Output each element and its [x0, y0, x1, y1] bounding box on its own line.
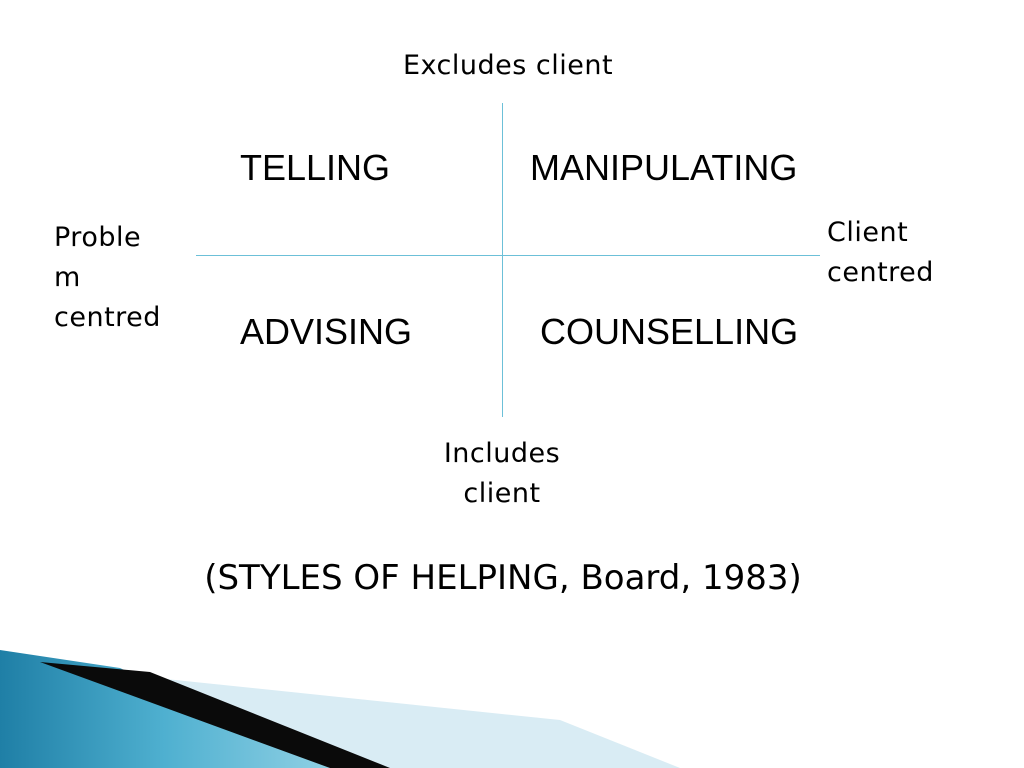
- swoosh-black-band: [40, 662, 390, 768]
- vertical-axis: [502, 103, 503, 417]
- left-axis-label-line1: Proble: [54, 222, 142, 253]
- quadrant-bottom-right: COUNSELLING: [540, 311, 799, 352]
- horizontal-axis: [196, 255, 820, 256]
- bottom-axis-label: Includes client: [402, 434, 602, 514]
- right-axis-label-line1: Client: [827, 217, 909, 248]
- quadrant-top-right: MANIPULATING: [530, 147, 798, 188]
- left-axis-label-line2: m: [54, 262, 81, 293]
- swoosh-light-band: [60, 668, 680, 768]
- right-axis-label: Client centred: [827, 213, 934, 293]
- left-axis-label: Proble m centred: [54, 218, 161, 338]
- left-axis-label-line3: centred: [54, 302, 161, 333]
- quadrant-bottom-left: ADVISING: [240, 311, 413, 352]
- swoosh-teal-band: [0, 650, 330, 768]
- quadrant-top-left: TELLING: [240, 147, 391, 188]
- right-axis-label-line2: centred: [827, 257, 934, 288]
- bottom-axis-label-line2: client: [463, 478, 541, 509]
- bottom-axis-label-line1: Includes: [443, 438, 561, 469]
- top-axis-label: Excludes client: [402, 50, 614, 81]
- diagram-caption: (STYLES OF HELPING, Board, 1983): [204, 558, 802, 598]
